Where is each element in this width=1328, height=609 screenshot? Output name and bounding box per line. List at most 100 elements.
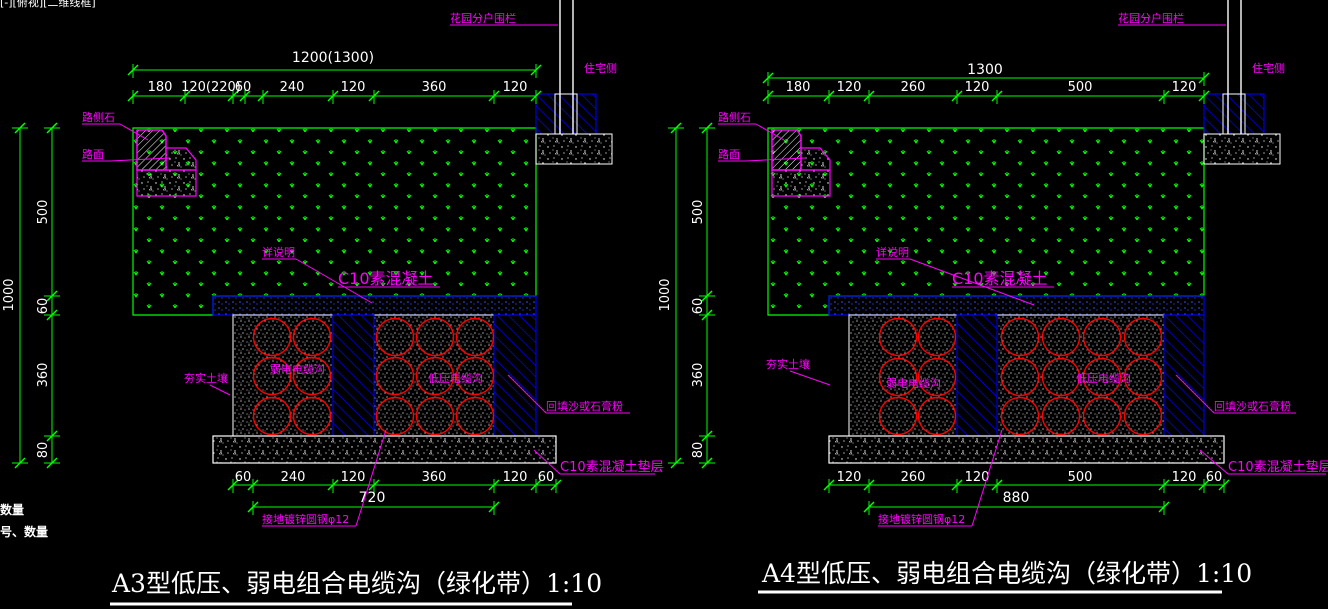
cable-conduit <box>917 357 957 397</box>
a4-fence-base <box>1203 133 1281 165</box>
a3-cable-group <box>252 317 495 436</box>
a3-title: A3型低压、弱电组合电缆沟（绿化带）1:10 <box>111 569 602 598</box>
dim-label: 60 <box>36 298 51 315</box>
dim-label: 120 <box>1172 80 1197 95</box>
a3-label-compact: 夯实土壤 <box>184 371 228 385</box>
a3-top-ticks <box>127 64 542 104</box>
dim-label: 120(220) <box>181 80 241 95</box>
a4-bottom-total-label: 880 <box>1003 490 1030 506</box>
dim-label: 500 <box>691 200 706 225</box>
a4-label-c10-pad: C10素混凝土垫层 <box>1228 459 1328 475</box>
cable-conduit <box>1082 396 1122 436</box>
cable-conduit <box>1123 357 1163 397</box>
dim-label: 180 <box>786 80 811 95</box>
dim-label: 120 <box>837 80 862 95</box>
a3-vertical-total-label: 1000 <box>2 278 17 311</box>
a3-fence-socket <box>554 93 578 135</box>
a3-label-residence: 住宅侧 <box>584 61 617 75</box>
a4-road-base <box>771 169 831 197</box>
cable-conduit <box>1041 317 1081 357</box>
cable-conduit <box>252 317 292 357</box>
cable-conduit <box>917 396 957 436</box>
a3-bottom-total-label: 720 <box>359 490 386 506</box>
dim-label: 60 <box>235 470 252 485</box>
dim-label: 120 <box>837 470 862 485</box>
cable-conduit <box>917 317 957 357</box>
cable-conduit <box>415 317 455 357</box>
a4-backfill-mid <box>956 314 998 437</box>
dim-label: 60 <box>1206 470 1223 485</box>
dim-label: 120 <box>503 80 528 95</box>
a3-label-curb: 路侧石 <box>82 111 115 124</box>
a3-label-c10: C10素混凝土 <box>338 269 434 288</box>
a3-label-weak: 弱电电缆沟 <box>270 363 325 376</box>
a3-base-pad <box>212 435 557 464</box>
a3-top-total-label: 1200(1300) <box>292 50 374 66</box>
a4-top-ticks <box>762 72 1210 104</box>
note-quantity: 数量 <box>0 502 24 517</box>
dim-label: 120 <box>341 470 366 485</box>
a4-vertical-ticks <box>668 122 715 469</box>
dim-label: 60 <box>691 298 706 315</box>
a3-road-base <box>136 169 197 197</box>
dim-label: 500 <box>1068 80 1093 95</box>
dim-label: 360 <box>36 363 51 388</box>
dim-label: 360 <box>422 470 447 485</box>
dim-label: 260 <box>901 470 926 485</box>
cable-conduit <box>1041 357 1081 397</box>
dim-label: 360 <box>691 363 706 388</box>
a3-label-low: 低压电缆沟 <box>428 372 483 385</box>
a3-label-c10-pad: C10素混凝土垫层 <box>560 459 664 475</box>
cable-conduit <box>1000 357 1040 397</box>
a4-weak-trench <box>848 314 958 437</box>
dim-label: 500 <box>1068 470 1093 485</box>
cable-conduit <box>455 317 495 357</box>
a3-backfill-mid <box>332 314 375 437</box>
a3-fence-footing <box>535 93 597 135</box>
a4-low-trench <box>996 314 1165 437</box>
cable-conduit <box>878 396 918 436</box>
a4-label-road: 路面 <box>718 148 740 161</box>
a3-label-ground: 接地镀锌圆钢φ12 <box>262 512 349 526</box>
dim-label: 120 <box>341 80 366 95</box>
cable-conduit <box>1123 317 1163 357</box>
cable-conduit <box>1123 396 1163 436</box>
a3-label-fence: 花园分户围栏 <box>450 11 516 25</box>
a4-label-weak: 弱电电缆沟 <box>886 377 941 390</box>
a4-bottom-ticks <box>823 479 1230 515</box>
cable-conduit <box>292 356 332 396</box>
a4-road-surface <box>800 147 831 171</box>
cable-conduit <box>375 356 415 396</box>
dim-label: 260 <box>901 80 926 95</box>
cable-conduit <box>415 396 455 436</box>
dim-label: 80 <box>36 442 51 459</box>
a3-backfill-right <box>493 314 537 437</box>
dim-label: 120 <box>503 470 528 485</box>
a4-label-compact: 夯实土壤 <box>766 357 810 371</box>
a3-bottom-ticks <box>227 479 562 515</box>
a4-fence-socket <box>1222 93 1246 135</box>
a3-label-backfill: 回填沙或石膏粉 <box>546 399 623 413</box>
cable-conduit <box>455 356 495 396</box>
a4-vertical-total-label: 1000 <box>658 278 673 311</box>
a4-fence-footing <box>1203 93 1265 135</box>
a3-weak-trench <box>232 314 334 437</box>
a4-label-detail: 详说明 <box>876 245 909 259</box>
a4-label-residence: 住宅侧 <box>1252 61 1285 75</box>
a4-label-backfill: 回填沙或石膏粉 <box>1214 399 1291 413</box>
a3-road-surface <box>165 147 197 171</box>
dim-label: 240 <box>280 80 305 95</box>
a4-cable-group <box>878 317 1163 436</box>
cable-conduit <box>1000 317 1040 357</box>
a4-label-ground: 接地镀锌圆钢φ12 <box>878 512 965 526</box>
a4-top-total-label: 1300 <box>967 62 1003 78</box>
dim-label: 60 <box>538 470 555 485</box>
